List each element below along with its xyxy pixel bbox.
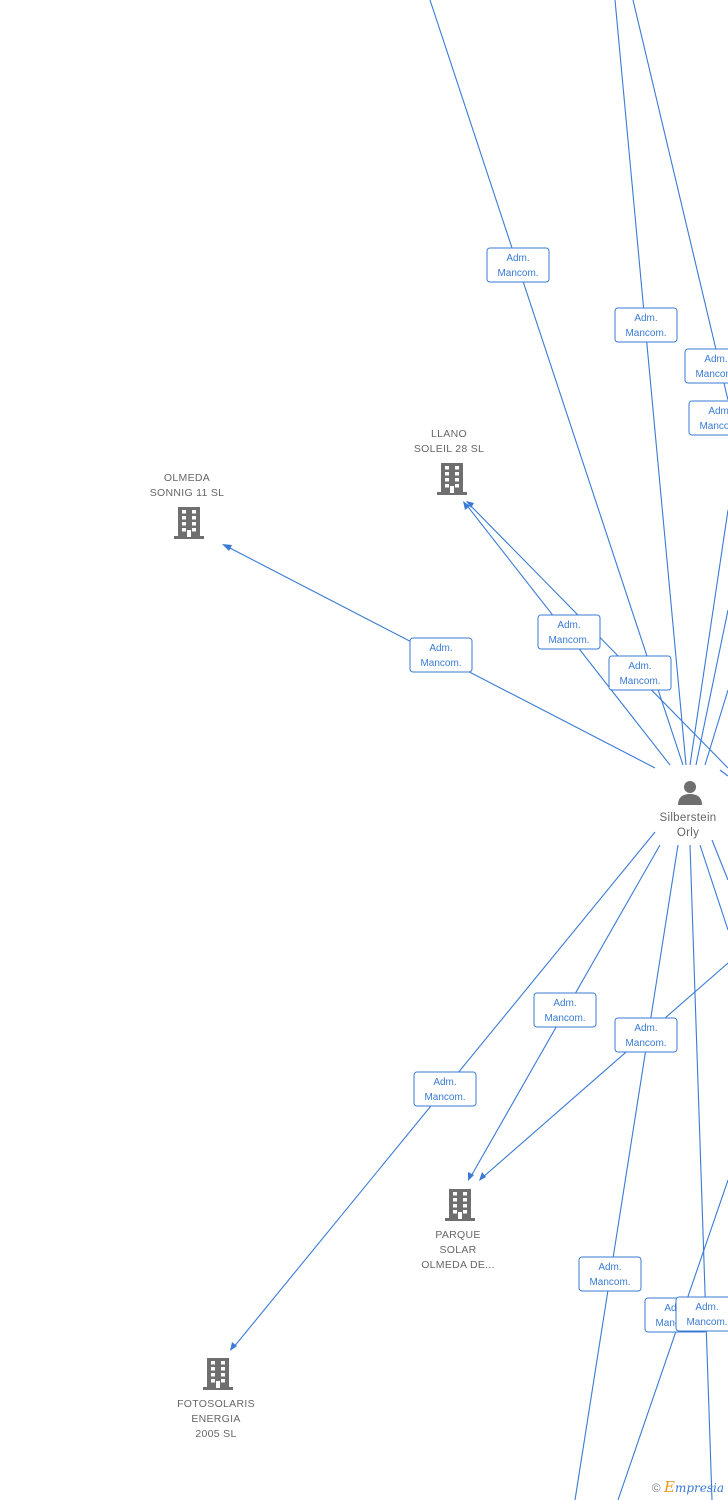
arrowhead <box>230 1342 237 1351</box>
edge-line <box>689 844 713 1500</box>
arrowhead <box>222 544 232 551</box>
relation-box-frame <box>413 1071 477 1107</box>
relation-label-text: Adm. <box>695 1302 718 1313</box>
edge-line <box>719 769 728 777</box>
relation-label-box[interactable]: Adm. Mancom. <box>688 400 728 436</box>
relation-label-text: Mancom. <box>625 1038 666 1049</box>
relation-label-box[interactable]: Adm. Mancom. <box>533 992 597 1028</box>
relation-label-box[interactable]: Adm. Mancom. <box>486 247 550 283</box>
company-label-line: SOLAR <box>439 1244 477 1256</box>
edge-group <box>225 0 728 1500</box>
company-label-line: SONNIG 11 SL <box>149 487 225 499</box>
edge-line <box>695 609 728 766</box>
relation-box-frame <box>537 614 601 650</box>
edge-line <box>481 962 728 1179</box>
edge-line <box>614 0 687 766</box>
relation-label-text: Mancom. <box>695 369 728 380</box>
company-label-line: PARQUE <box>435 1229 481 1241</box>
relation-label-text: Adm. <box>708 406 728 417</box>
relation-box-frame <box>684 348 728 384</box>
relation-label-text: Adm. <box>433 1077 456 1088</box>
building-icon[interactable] <box>202 1357 234 1391</box>
relation-label-text: Adm. <box>628 661 651 672</box>
relation-label-text: Mancom. <box>497 268 538 279</box>
relation-label-text: Mancom. <box>589 1277 630 1288</box>
company-label-line: ENERGIA <box>191 1413 241 1425</box>
edge-line <box>617 1179 728 1500</box>
relation-label-box[interactable]: Adm. Mancom. <box>675 1296 728 1332</box>
relation-label-text: Mancom. <box>544 1013 585 1024</box>
arrowhead <box>466 501 474 508</box>
relation-label-box[interactable]: Adm. Mancom. <box>578 1256 642 1292</box>
relation-box-frame <box>608 655 672 691</box>
relation-box-frame <box>688 400 728 436</box>
relation-label-text: Adm. <box>598 1262 621 1273</box>
relation-label-group: Adm. Mancom. Adm. Mancom. Adm. Mancom. Adm. Man… <box>409 247 728 1333</box>
company-label-line: OLMEDA DE... <box>421 1259 495 1271</box>
copyright-symbol: © <box>651 1481 661 1495</box>
relation-label-text: Adm. <box>553 998 576 1009</box>
relation-label-box[interactable]: Adm. Mancom. <box>684 348 728 384</box>
person-name-label[interactable]: Silberstein Orly <box>633 811 728 841</box>
relation-box-frame <box>409 637 473 673</box>
company-label-fotosolaris[interactable]: FOTOSOLARIS ENERGIA 2005 SL <box>161 1397 271 1442</box>
company-label-line: 2005 SL <box>195 1428 237 1440</box>
person-icon[interactable] <box>676 778 704 806</box>
relation-box-frame <box>614 307 678 343</box>
relation-label-text: Adm. <box>634 313 657 324</box>
relation-label-text: Adm. <box>506 253 529 264</box>
edge-line <box>699 844 728 931</box>
edge-line <box>632 0 728 401</box>
building-icon[interactable] <box>444 1188 476 1222</box>
relation-label-text: Adm. <box>704 354 727 365</box>
company-label-parque[interactable]: PARQUE SOLAR OLMEDA DE... <box>403 1228 513 1273</box>
edge-line <box>704 689 728 766</box>
relation-box-frame <box>533 992 597 1028</box>
edge-line <box>574 844 679 1500</box>
building-icon[interactable] <box>173 506 205 540</box>
relation-box-frame <box>486 247 550 283</box>
relation-label-text: Adm. <box>557 620 580 631</box>
company-label-llano[interactable]: LLANO SOLEIL 28 SL <box>394 427 504 457</box>
brand-logo-rest: mpresia <box>674 1481 724 1495</box>
relation-label-text: Mancom. <box>548 635 589 646</box>
relation-label-box[interactable]: Adm. Mancom. <box>409 637 473 673</box>
arrowhead <box>463 501 470 510</box>
arrowhead <box>479 1172 486 1181</box>
relation-label-box[interactable]: Adm. Mancom. <box>614 1017 678 1053</box>
relation-label-text: Adm. <box>429 643 452 654</box>
brand-logo-initial: E <box>663 1478 675 1496</box>
company-label-line: LLANO <box>431 428 467 440</box>
relation-label-box[interactable]: Adm. Mancom. <box>413 1071 477 1107</box>
arrowhead <box>468 1172 474 1181</box>
edge-line <box>689 509 728 766</box>
relation-label-text: Mancom. <box>424 1092 465 1103</box>
relation-label-text: Mancom. <box>420 658 461 669</box>
person-second-line: Orly <box>676 827 700 839</box>
arrowhead-group <box>222 501 486 1351</box>
relation-box-frame <box>675 1296 728 1332</box>
relation-label-box[interactable]: Adm. Mancom. <box>608 655 672 691</box>
relation-label-text: Mancom. <box>625 328 666 339</box>
relation-label-box[interactable]: Adm. Mancom. <box>614 307 678 343</box>
copyright-brand[interactable]: © Empresia <box>652 1478 724 1496</box>
relation-box-frame <box>614 1017 678 1053</box>
company-label-line: OLMEDA <box>163 472 211 484</box>
relation-label-text: Mancom. <box>699 421 728 432</box>
company-label-line: FOTOSOLARIS <box>177 1398 255 1410</box>
edge-line <box>429 0 684 766</box>
relation-label-text: Mancom. <box>619 676 660 687</box>
edge-line <box>711 839 728 881</box>
relation-box-frame <box>578 1256 642 1292</box>
company-label-olmeda[interactable]: OLMEDA SONNIG 11 SL <box>132 471 242 501</box>
relation-label-text: Adm. <box>634 1023 657 1034</box>
relation-label-text: Mancom. <box>686 1317 727 1328</box>
relation-label-box[interactable]: Adm. Mancom. <box>537 614 601 650</box>
building-icon[interactable] <box>436 462 468 496</box>
company-label-line: SOLEIL 28 SL <box>413 443 485 455</box>
person-first-line: Silberstein <box>659 812 717 824</box>
